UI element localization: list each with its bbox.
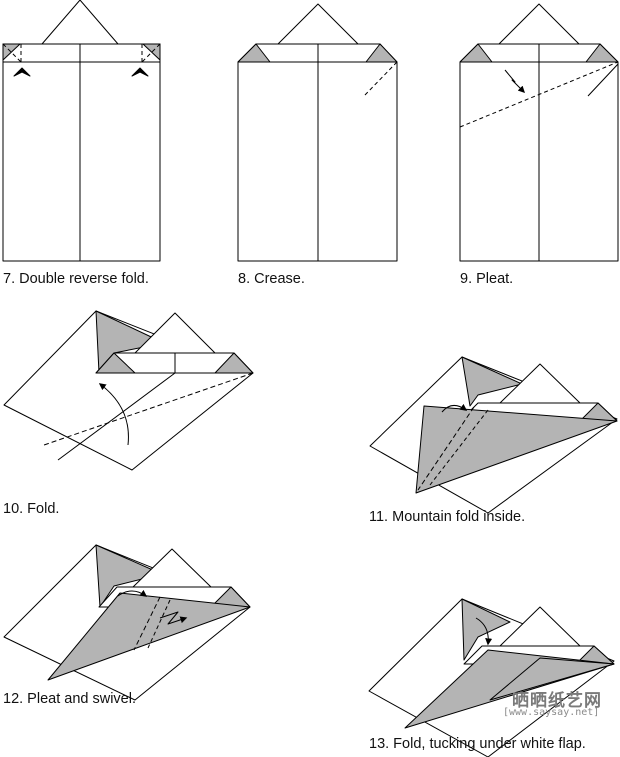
tuck-arrow-icon <box>475 617 493 646</box>
step-8-caption: 8. Crease. <box>238 271 305 287</box>
step-11-caption: 11. Mountain fold inside. <box>369 509 526 525</box>
step-8-diagram <box>237 3 398 262</box>
mountain-fold-arrow-icon <box>441 403 468 413</box>
step-7-diagram <box>2 0 161 262</box>
watermark-site-name: 晒晒纸艺网 <box>512 691 602 711</box>
step-7-caption: 7. Double reverse fold. <box>3 271 149 287</box>
step-12-caption: 12. Pleat and swivel. <box>3 691 136 707</box>
pleat-arrow-icon <box>504 69 525 93</box>
push-arrow-icon <box>131 67 149 77</box>
step-9-caption: 9. Pleat. <box>460 271 514 287</box>
step-10-diagram <box>3 310 254 471</box>
push-arrow-icon <box>13 67 31 77</box>
step-13-caption: 13. Fold, tucking under white flap. <box>369 736 586 752</box>
fold-arrow-icon <box>98 383 129 446</box>
pleat-arrow-icon <box>159 611 188 625</box>
step-12-diagram <box>3 544 251 701</box>
swivel-arrow-icon <box>117 589 148 597</box>
watermark-url: [www.saysay.net] <box>503 707 600 718</box>
step-11-diagram <box>369 356 618 514</box>
step-10-caption: 10. Fold. <box>3 501 60 517</box>
step-9-diagram <box>459 3 619 262</box>
step-13-diagram <box>368 598 615 757</box>
